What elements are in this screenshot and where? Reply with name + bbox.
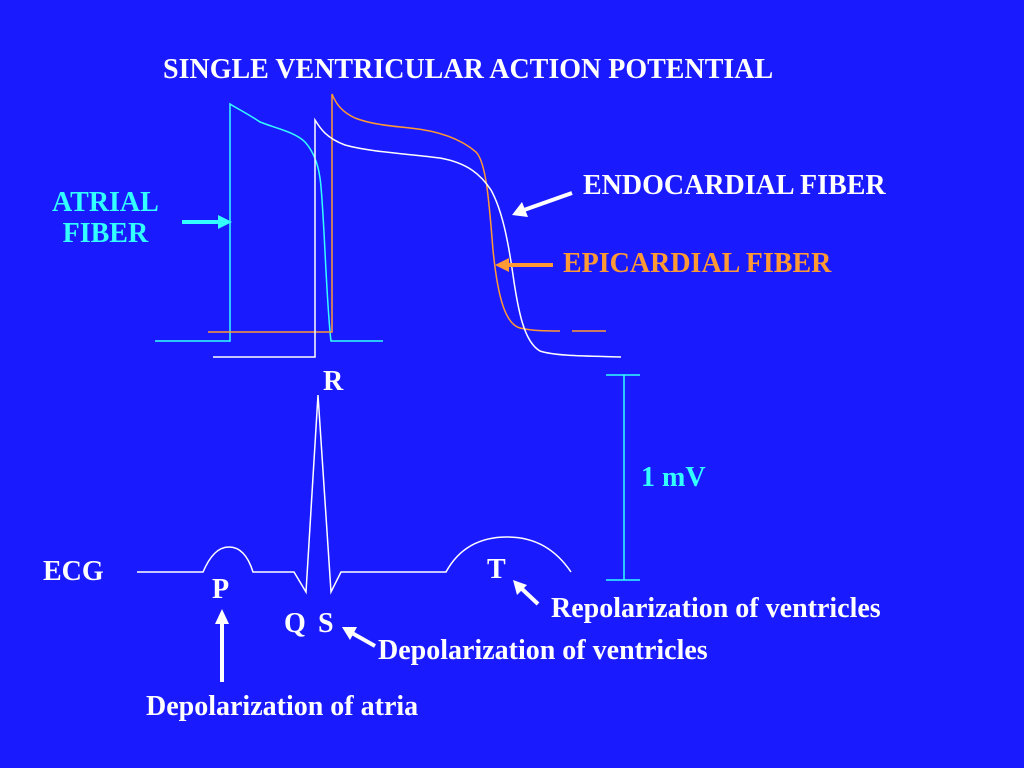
slide-title: SINGLE VENTRICULAR ACTION POTENTIAL bbox=[163, 54, 774, 85]
t-wave-label: T bbox=[487, 554, 506, 585]
atrial-arrow-icon bbox=[182, 215, 232, 229]
ecg-label: ECG bbox=[43, 556, 104, 587]
atrial-fiber-label-line1: ATRIAL bbox=[52, 187, 159, 218]
atrial-action-potential-curve bbox=[155, 102, 383, 342]
r-wave-label: R bbox=[323, 366, 344, 397]
repolarization-ventricles-label: Repolarization of ventricles bbox=[551, 593, 881, 624]
q-wave-label: Q bbox=[284, 608, 306, 639]
s-wave-label: S bbox=[318, 608, 334, 639]
epicardial-arrow-icon bbox=[495, 258, 553, 272]
scale-bar bbox=[606, 374, 640, 581]
endocardial-action-potential-curve bbox=[213, 117, 622, 358]
p-wave-label: P bbox=[212, 574, 230, 605]
depolarization-ventricles-arrow-icon bbox=[342, 627, 376, 648]
depolarization-ventricles-label: Depolarization of ventricles bbox=[378, 635, 708, 666]
scale-bar-label: 1 mV bbox=[641, 462, 706, 493]
endocardial-arrow-icon bbox=[512, 191, 573, 217]
atrial-fiber-label: ATRIAL FIBER bbox=[52, 187, 159, 250]
repolarization-ventricles-arrow-icon bbox=[513, 580, 540, 606]
atrial-fiber-label-line2: FIBER bbox=[62, 217, 149, 249]
epicardial-fiber-label: EPICARDIAL FIBER bbox=[563, 248, 832, 279]
depolarization-atria-arrow-icon bbox=[215, 609, 229, 682]
depolarization-atria-label: Depolarization of atria bbox=[146, 691, 419, 722]
ecg-trace bbox=[137, 394, 572, 595]
endocardial-fiber-label: ENDOCARDIAL FIBER bbox=[583, 170, 886, 201]
epicardial-action-potential-curve bbox=[208, 93, 606, 333]
